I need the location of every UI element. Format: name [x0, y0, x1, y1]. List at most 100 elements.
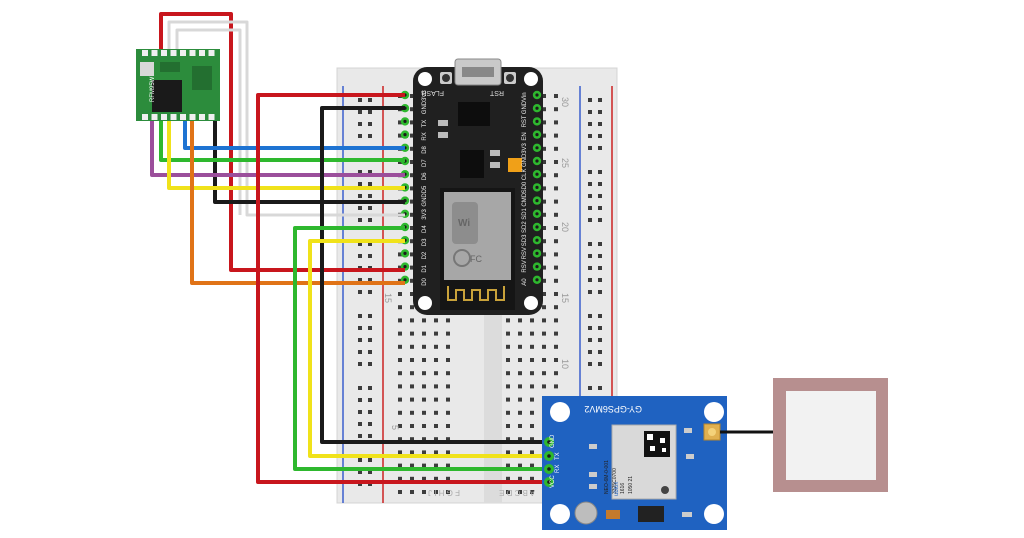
breadboard-hole: [434, 384, 438, 389]
header-pin-hole: [535, 119, 539, 123]
pin-label-left: D6: [422, 172, 428, 180]
wire-yellow-rfm: [167, 120, 405, 190]
breadboard-hole: [434, 371, 438, 376]
breadboard-hole: [410, 292, 414, 296]
breadboard-hole: [530, 424, 534, 428]
breadboard-hole: [518, 450, 522, 455]
rail-hole: [588, 254, 592, 258]
breadboard-hole: [506, 424, 510, 428]
rail-hole: [588, 110, 592, 114]
breadboard-hole: [422, 410, 426, 415]
breadboard-hole: [542, 94, 546, 98]
breadboard-hole: [398, 424, 402, 428]
rail-hole: [598, 218, 602, 222]
wire-blue-rfm: [183, 120, 405, 150]
rail-hole: [368, 458, 372, 462]
backup-battery: [574, 501, 598, 525]
rail-hole: [598, 350, 602, 354]
rail-hole: [588, 290, 592, 294]
breadboard-hole: [506, 490, 510, 494]
gps-brand: ublox: [614, 482, 620, 496]
gps-chip-line-3: 1616: [620, 483, 626, 494]
breadboard-hole: [398, 476, 402, 481]
breadboard-hole: [410, 173, 414, 178]
rfm-pin: [180, 114, 186, 120]
breadboard-hole: [446, 450, 450, 455]
breadboard-hole: [434, 437, 438, 442]
rail-hole: [358, 350, 362, 354]
pin-label-right: RSV: [522, 247, 528, 259]
breadboard-hole: [422, 437, 426, 442]
breadboard-hole: [410, 212, 414, 217]
breadboard-hole: [554, 252, 558, 257]
breadboard-hole: [422, 397, 426, 402]
breadboard-hole: [542, 186, 546, 191]
breadboard-hole: [554, 160, 558, 164]
pin-label-right: A0: [522, 278, 528, 286]
breadboard-hole: [398, 384, 402, 389]
breadboard-hole: [434, 450, 438, 455]
row-number-30: 30: [560, 97, 570, 107]
rail-hole: [588, 362, 592, 366]
breadboard-hole: [530, 490, 534, 494]
breadboard-hole: [422, 344, 426, 349]
pin-label-right: SD0: [522, 181, 528, 193]
rail-hole: [358, 242, 362, 246]
rfm-pin: [161, 50, 167, 56]
breadboard-hole: [422, 424, 426, 428]
pin-label-left: 3V3: [422, 90, 428, 101]
breadboard-hole: [518, 490, 522, 494]
breadboard-hole: [530, 371, 534, 376]
breadboard-hole: [410, 490, 414, 494]
rail-hole: [588, 326, 592, 330]
rail-hole: [368, 122, 372, 126]
pin-label-left: RX: [422, 132, 428, 140]
row-number-20: 20: [560, 222, 570, 232]
breadboard-hole: [530, 318, 534, 323]
gps-module: GY-GPS6MV2 GND TX RX VCC NEO-6M-0-001 33…: [542, 396, 727, 530]
gps-pin-rx-label: RX: [555, 465, 561, 473]
breadboard-hole: [542, 252, 546, 257]
rail-hole: [358, 98, 362, 102]
breadboard-hole: [518, 318, 522, 323]
breadboard-hole: [506, 463, 510, 468]
breadboard-hole: [554, 318, 558, 323]
rail-hole: [598, 206, 602, 210]
rail-hole: [368, 338, 372, 342]
rfm-pin: [151, 50, 158, 56]
breadboard-hole: [446, 331, 450, 336]
pin-label-right: SD2: [522, 221, 528, 233]
rail-hole: [588, 194, 592, 198]
breadboard-hole: [554, 358, 558, 362]
rfm-pin: [189, 114, 196, 120]
breadboard-hole: [398, 265, 402, 270]
rfm-label: RFM95W: [150, 76, 156, 102]
breadboard-hole: [542, 146, 546, 151]
breadboard-hole: [398, 397, 402, 402]
rail-hole: [598, 134, 602, 138]
breadboard-hole: [554, 120, 558, 125]
breadboard-hole: [518, 410, 522, 415]
rail-hole: [358, 410, 362, 414]
rail-hole: [358, 422, 362, 426]
breadboard-hole: [434, 331, 438, 336]
rfm-pin: [189, 50, 196, 56]
breadboard-hole: [398, 133, 402, 138]
rail-hole: [368, 290, 372, 294]
rail-hole: [358, 194, 362, 198]
breadboard-hole: [554, 265, 558, 270]
breadboard-hole: [410, 94, 414, 98]
breadboard-hole: [518, 463, 522, 468]
pin-label-right: RST: [522, 115, 528, 127]
rail-hole: [368, 314, 372, 318]
breadboard-hole: [410, 278, 414, 283]
rail-hole: [598, 326, 602, 330]
breadboard-hole: [506, 450, 510, 455]
breadboard-hole: [398, 278, 402, 283]
breadboard-hole: [422, 490, 426, 494]
breadboard-hole: [398, 358, 402, 362]
breadboard-hole: [542, 344, 546, 349]
breadboard-hole: [446, 384, 450, 389]
rail-hole: [598, 146, 602, 150]
breadboard-hole: [398, 490, 402, 494]
